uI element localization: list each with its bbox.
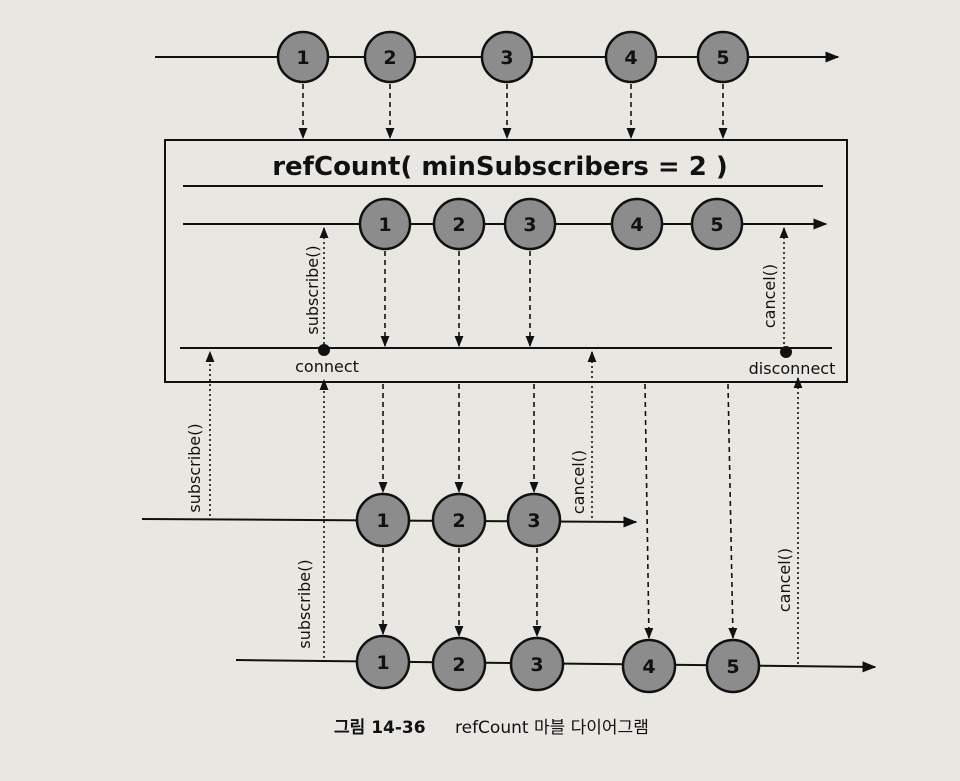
operator-box bbox=[164, 139, 848, 383]
source-marble-3: 3 bbox=[480, 30, 534, 84]
subscriber1-marble-3: 3 bbox=[506, 492, 562, 548]
source-marble-label-2: 2 bbox=[383, 47, 396, 69]
connectable-marble-4: 4 bbox=[610, 197, 664, 251]
sub2-emission-4-arrow bbox=[644, 383, 654, 640]
operator-title: refCount( minSubscribers = 2 ) bbox=[272, 152, 728, 182]
connectable-marble-label-5: 5 bbox=[710, 214, 723, 236]
subscriber2-marble-circle-4 bbox=[621, 638, 677, 694]
sub2-emission-5-arrow bbox=[727, 383, 738, 640]
source-marble-label-4: 4 bbox=[624, 47, 637, 69]
subscriber1-subscribe-label: subscribe() bbox=[185, 423, 204, 512]
subscriber1-marble-circle-3 bbox=[506, 492, 562, 548]
subscriber2-marble-2: 2 bbox=[431, 636, 487, 692]
subscriber1-marble-1: 1 bbox=[355, 492, 411, 548]
subscriber2-marble-3: 3 bbox=[509, 636, 565, 692]
connectable-marble-label-2: 2 bbox=[452, 214, 465, 236]
subscriber2-marble-circle-1 bbox=[355, 634, 411, 690]
source-marble-4: 4 bbox=[604, 30, 658, 84]
source-marble-circle-5 bbox=[696, 30, 750, 84]
subscriber2-marble-label-2: 2 bbox=[452, 654, 465, 676]
subscriber2-marble-1: 1 bbox=[355, 634, 411, 690]
subscriber2-marble-label-1: 1 bbox=[376, 652, 389, 674]
subscriber2-marble-label-3: 3 bbox=[530, 654, 543, 676]
subscriber2-marble-label-5: 5 bbox=[726, 656, 739, 678]
subscriber2-marble-label-4: 4 bbox=[642, 656, 655, 678]
caption-figure-number: 그림 14-36 bbox=[334, 718, 426, 738]
connectable-marble-2: 2 bbox=[432, 197, 486, 251]
source-marble-5: 5 bbox=[696, 30, 750, 84]
subscriber1-marble-label-2: 2 bbox=[452, 510, 465, 532]
connectable-marble-label-1: 1 bbox=[378, 214, 391, 236]
connect-label: connect bbox=[295, 357, 359, 376]
source-marble-1: 1 bbox=[276, 30, 330, 84]
disconnect-point bbox=[780, 346, 792, 358]
subscriber2-marbles: 1 2 3 4 5 bbox=[355, 634, 761, 694]
source-marble-label-5: 5 bbox=[716, 47, 729, 69]
subscriber1-marble-circle-1 bbox=[355, 492, 411, 548]
subscriber1-marbles: 1 2 3 bbox=[355, 492, 562, 548]
connectable-marble-circle-1 bbox=[358, 197, 412, 251]
source-marble-label-1: 1 bbox=[296, 47, 309, 69]
connectable-marble-circle-3 bbox=[503, 197, 557, 251]
subscriber1-marble-label-3: 3 bbox=[527, 510, 540, 532]
connectable-marble-5: 5 bbox=[690, 197, 744, 251]
inner-cancel-label: cancel() bbox=[760, 264, 779, 328]
inner-subscribe-label: subscribe() bbox=[303, 245, 322, 334]
connectable-marble-1: 1 bbox=[358, 197, 412, 251]
subscriber1-cancel-label: cancel() bbox=[569, 450, 588, 514]
subscriber2-marble-circle-2 bbox=[431, 636, 487, 692]
disconnect-label: disconnect bbox=[749, 359, 836, 378]
connect-point bbox=[318, 344, 330, 356]
subscriber2-subscribe-label: subscribe() bbox=[295, 559, 314, 648]
connectable-marble-label-4: 4 bbox=[630, 214, 643, 236]
connectable-marbles: 1 2 3 4 5 bbox=[358, 197, 744, 251]
subscriber2-marble-5: 5 bbox=[705, 638, 761, 694]
subscriber2-cancel-label: cancel() bbox=[775, 548, 794, 612]
caption-text: refCount 마블 다이어그램 bbox=[455, 718, 649, 738]
source-marble-2: 2 bbox=[363, 30, 417, 84]
subscriber2-marble-4: 4 bbox=[621, 638, 677, 694]
subscriber2-marble-circle-3 bbox=[509, 636, 565, 692]
connectable-marble-circle-4 bbox=[610, 197, 664, 251]
subscriber1-marble-2: 2 bbox=[431, 492, 487, 548]
connectable-marble-circle-2 bbox=[432, 197, 486, 251]
source-marbles: 1 2 3 4 5 bbox=[276, 30, 750, 84]
source-marble-circle-3 bbox=[480, 30, 534, 84]
connectable-marble-3: 3 bbox=[503, 197, 557, 251]
subscriber1-marble-label-1: 1 bbox=[376, 510, 389, 532]
emission-arrows bbox=[298, 84, 738, 640]
connectable-marble-label-3: 3 bbox=[523, 214, 536, 236]
connectable-marble-circle-5 bbox=[690, 197, 744, 251]
source-marble-circle-1 bbox=[276, 30, 330, 84]
source-marble-circle-4 bbox=[604, 30, 658, 84]
source-marble-label-3: 3 bbox=[500, 47, 513, 69]
subscriber1-marble-circle-2 bbox=[431, 492, 487, 548]
subscriber2-marble-circle-5 bbox=[705, 638, 761, 694]
source-marble-circle-2 bbox=[363, 30, 417, 84]
